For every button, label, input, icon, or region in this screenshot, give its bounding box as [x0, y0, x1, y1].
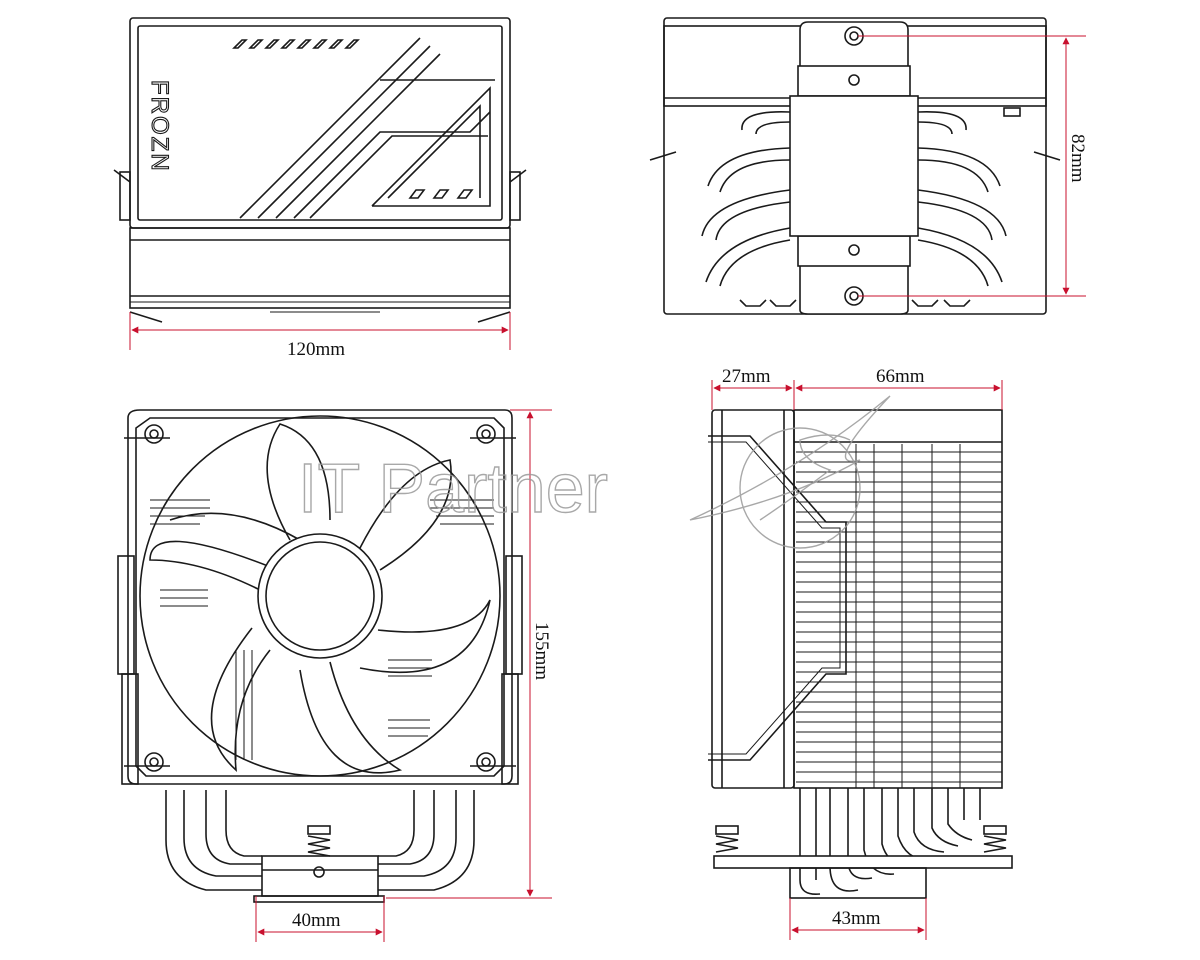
heatsink-side: [793, 409, 1003, 789]
dim-depths: 27mm 66mm: [711, 366, 1003, 410]
fan-hub: [257, 533, 383, 659]
fan-side: [711, 409, 795, 789]
spring-icon: [715, 825, 739, 853]
bracket-bottom-plate: [797, 235, 911, 267]
dim-label-40mm: 40mm: [292, 910, 341, 931]
dim-label-27mm: 27mm: [722, 366, 771, 387]
top-cover-dashes: [232, 39, 474, 199]
heatpipes-right: [917, 111, 1007, 287]
spring-icon: [983, 825, 1007, 853]
top-cover-stripes: [239, 37, 495, 219]
screw-icon: [144, 752, 164, 772]
heatpipes-left: [701, 111, 791, 287]
dim-side-height: 82mm: [858, 35, 1088, 297]
watermark: IT Partner: [297, 395, 891, 549]
screw-icon: [848, 74, 860, 86]
spring-icon: [307, 825, 331, 878]
side-profile-view: [708, 409, 1013, 899]
dim-front-base: 40mm: [255, 896, 385, 942]
side-heatpipes: [799, 788, 981, 896]
front-fan-view: [117, 409, 523, 903]
watermark-logo-icon: [689, 395, 891, 549]
fan-rotor-outer: [139, 415, 501, 777]
dim-label-120mm: 120mm: [287, 339, 345, 360]
dim-label-155mm: 155mm: [531, 622, 552, 680]
dim-side-base: 43mm: [789, 898, 927, 940]
dim-label-82mm: 82mm: [1067, 134, 1088, 183]
fan-frame: [127, 409, 513, 785]
mounting-bar: [713, 855, 1013, 869]
heatsink-fins-side: [796, 444, 1002, 788]
watermark-text: IT Partner: [298, 449, 608, 527]
screw-icon: [848, 244, 860, 256]
fan-blades: [149, 423, 491, 774]
fan-clip: [708, 435, 847, 761]
dim-label-66mm: 66mm: [876, 366, 925, 387]
heatsink-fins-front: [150, 499, 494, 760]
bracket-top-plate: [797, 65, 911, 97]
screw-icon: [476, 424, 496, 444]
screw-icon: [144, 424, 164, 444]
dim-label-43mm: 43mm: [832, 908, 881, 929]
side-base-view: [649, 17, 1061, 315]
dim-total-height: 155mm: [386, 409, 552, 899]
cpu-base: [261, 855, 379, 897]
top-view: FROZN: [113, 17, 527, 323]
dim-top-width: 120mm: [129, 312, 511, 360]
front-heatpipes: [165, 790, 475, 891]
brand-logo: FROZN: [146, 80, 173, 173]
base-block: [789, 95, 919, 237]
screw-icon: [476, 752, 496, 772]
